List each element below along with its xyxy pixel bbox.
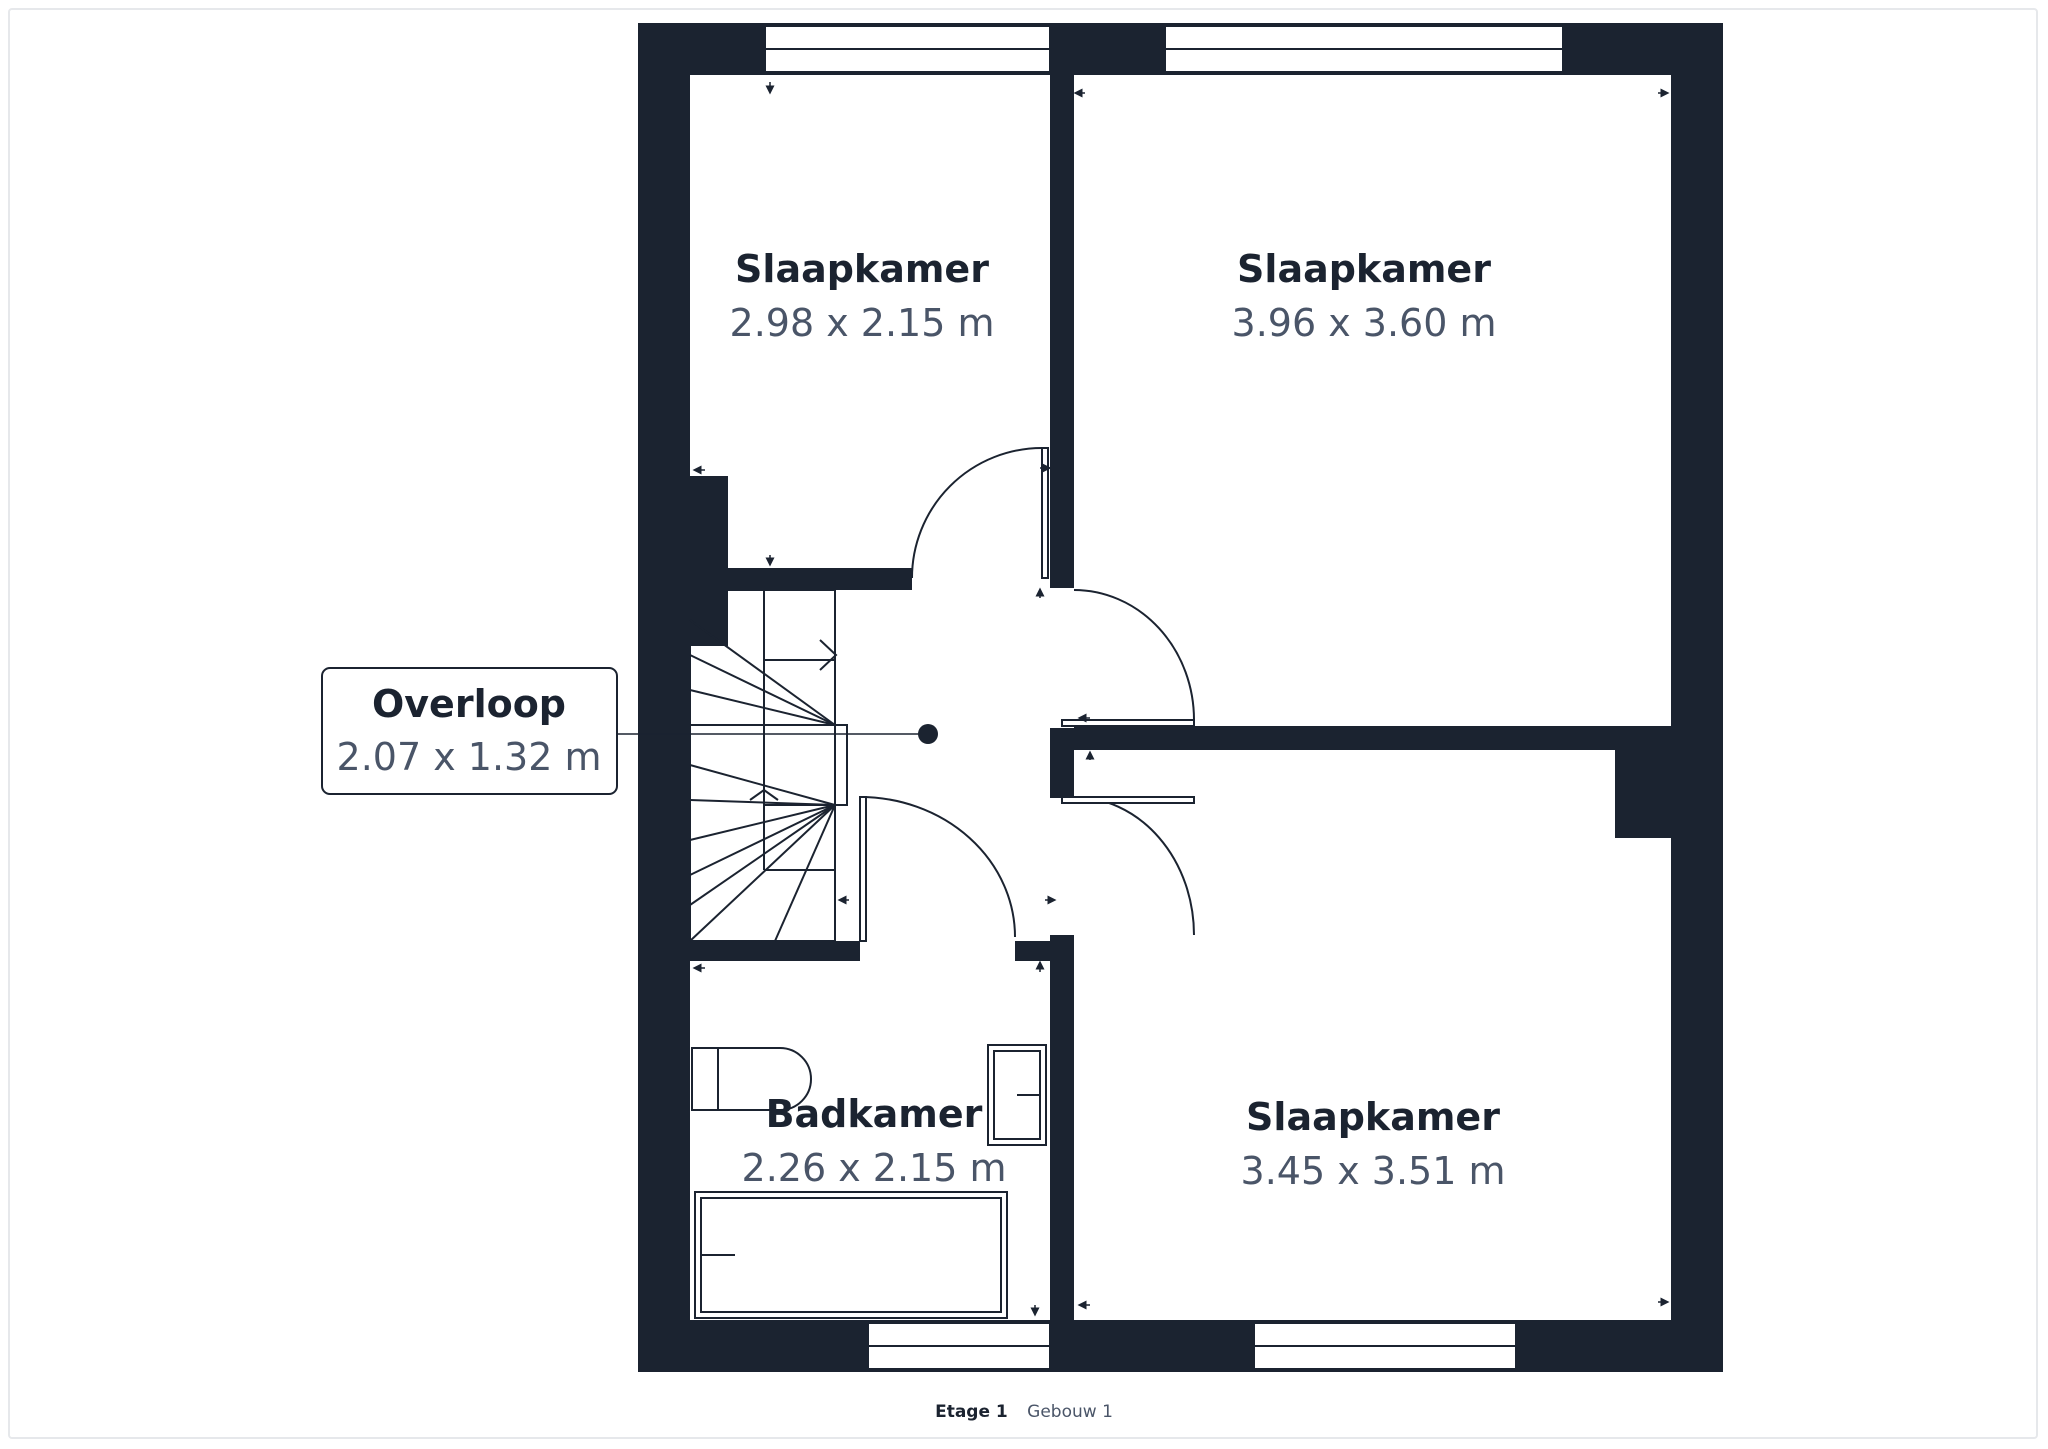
building-label: Gebouw 1 [1027, 1402, 1113, 1422]
room-name: Slaapkamer [1246, 1095, 1500, 1139]
room-marker-dot [918, 724, 938, 744]
page-frame [8, 8, 2038, 1439]
room-dimensions: 2.26 x 2.15 m [742, 1146, 1007, 1190]
staircase [689, 589, 848, 942]
room-dimensions: 2.98 x 2.15 m [730, 301, 995, 345]
overloop-callout [321, 667, 938, 795]
doors [859, 447, 1195, 942]
room-name: Overloop [372, 682, 566, 726]
room-dimensions: 3.96 x 3.60 m [1232, 301, 1497, 345]
room-name: Badkamer [766, 1092, 983, 1136]
bathroom-fixtures [691, 1044, 1047, 1319]
room-name: Slaapkamer [735, 247, 989, 291]
windows [764, 25, 1564, 1370]
room-dimensions: 3.45 x 3.51 m [1241, 1149, 1506, 1193]
room-dimensions: 2.07 x 1.32 m [337, 735, 602, 779]
floor-label: Etage 1 [935, 1402, 1008, 1422]
room-name: Slaapkamer [1237, 247, 1491, 291]
dimension-markers [692, 82, 1670, 1317]
interior-walls [690, 23, 1723, 1372]
floor-footer: Etage 1 Gebouw 1 [0, 1402, 2048, 1422]
